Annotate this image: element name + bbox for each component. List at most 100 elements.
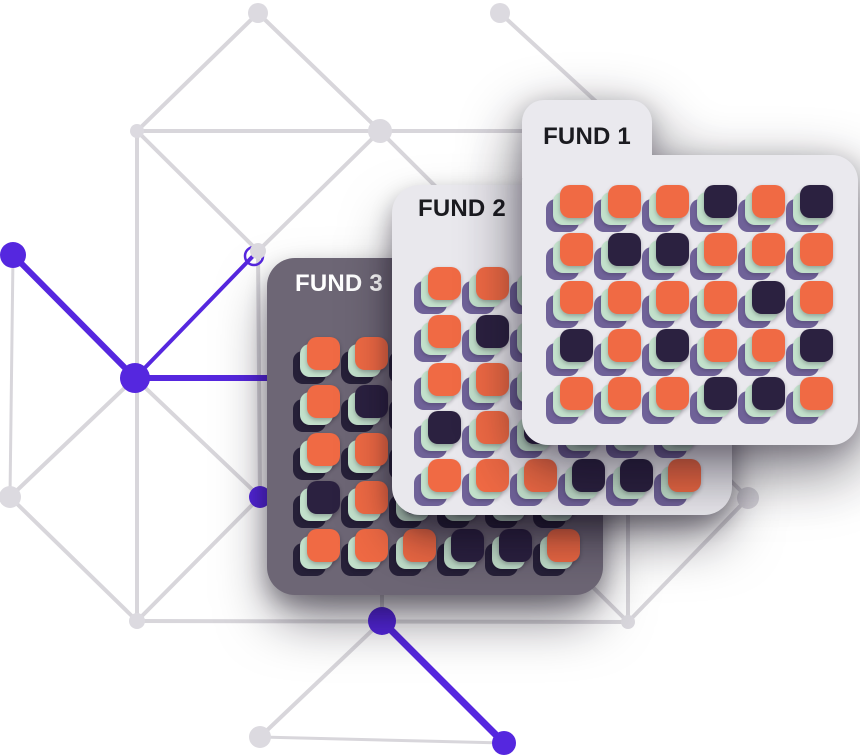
grid-cell-orange (293, 337, 340, 384)
grid-cell-orange (690, 233, 737, 280)
layer-top (355, 529, 388, 562)
grid-cell-navy (738, 281, 785, 328)
layer-top (656, 185, 689, 218)
layer-top (752, 281, 785, 314)
layer-top (307, 337, 340, 370)
network-node (490, 3, 510, 23)
network-edge (256, 11, 382, 133)
grid-cell-orange (642, 185, 689, 232)
layer-top (752, 233, 785, 266)
layer-top (307, 529, 340, 562)
layer-top (428, 459, 461, 492)
layer-top (656, 281, 689, 314)
grid-cell-orange (389, 529, 436, 576)
network-node (0, 242, 26, 268)
grid-cell-navy (690, 377, 737, 424)
grid-cell-navy (786, 185, 833, 232)
network-node (130, 124, 144, 138)
grid-cell-navy (786, 329, 833, 376)
layer-top (547, 529, 580, 562)
layer-top (428, 267, 461, 300)
grid-cell-orange (414, 315, 461, 362)
network-edge (135, 495, 262, 623)
grid-cell-orange (738, 233, 785, 280)
grid-cell-navy (690, 185, 737, 232)
grid-cell-orange (414, 267, 461, 314)
network-edge (8, 253, 15, 499)
layer-top (608, 233, 641, 266)
layer-top (307, 385, 340, 418)
network-node (368, 119, 392, 143)
grid-cell-orange (510, 459, 557, 506)
network-edge (626, 496, 750, 624)
layer-top (560, 185, 593, 218)
layer-top (800, 281, 833, 314)
network-edge (8, 376, 137, 499)
layer-top (608, 185, 641, 218)
network-edge (8, 495, 139, 623)
layer-top (572, 459, 605, 492)
layer-top (800, 233, 833, 266)
layer-top (428, 363, 461, 396)
layer-top (800, 185, 833, 218)
layer-top (476, 363, 509, 396)
network-node (248, 3, 268, 23)
layer-top (800, 377, 833, 410)
grid-cell-orange (546, 281, 593, 328)
layer-top (620, 459, 653, 492)
grid-cell-navy (546, 329, 593, 376)
network-edge (256, 129, 382, 253)
layer-top (499, 529, 532, 562)
grid-cell-navy (485, 529, 532, 576)
layer-top (476, 315, 509, 348)
layer-top (608, 329, 641, 362)
grid-cell-orange (786, 377, 833, 424)
layer-top (428, 315, 461, 348)
network-edge (133, 251, 258, 380)
layer-top (524, 459, 557, 492)
network-edge (378, 617, 508, 747)
network-edge (135, 11, 260, 133)
grid-cell-orange (642, 281, 689, 328)
grid-cell-orange (738, 185, 785, 232)
network-edge (135, 129, 260, 253)
layer-top (307, 433, 340, 466)
grid-cell-navy (738, 377, 785, 424)
layer-top (476, 267, 509, 300)
layer-top (403, 529, 436, 562)
layer-top (656, 329, 689, 362)
grid-cell-orange (786, 233, 833, 280)
grid-cell-orange (654, 459, 701, 506)
grid-cell-orange (738, 329, 785, 376)
layer-top (656, 233, 689, 266)
grid-cell-orange (293, 433, 340, 480)
network-node (129, 613, 145, 629)
grid-cell-orange (546, 377, 593, 424)
grid-cell-orange (786, 281, 833, 328)
network-edge (256, 249, 262, 499)
grid-cell-orange (690, 329, 737, 376)
layer-top (704, 281, 737, 314)
grid-cell-navy (293, 481, 340, 528)
grid-cell-orange (462, 411, 509, 458)
grid-cell-navy (558, 459, 605, 506)
layer-top (428, 411, 461, 444)
layer-top (704, 329, 737, 362)
grid-cell-orange (341, 433, 388, 480)
grid-cell-navy (341, 385, 388, 432)
fund-1-title: FUND 1 (543, 123, 631, 150)
grid-cell-orange (642, 377, 689, 424)
layer-top (704, 377, 737, 410)
network-edge (10, 252, 138, 381)
network-edge (258, 619, 384, 739)
grid-cell-orange (546, 185, 593, 232)
grid-cell-orange (341, 337, 388, 384)
layer-top (560, 377, 593, 410)
layer-top (800, 329, 833, 362)
fund-card-1: FUND 1 (522, 100, 858, 445)
grid-cell-navy (642, 329, 689, 376)
layer-top (307, 481, 340, 514)
grid-cell-orange (594, 329, 641, 376)
grid-cell-orange (341, 481, 388, 528)
